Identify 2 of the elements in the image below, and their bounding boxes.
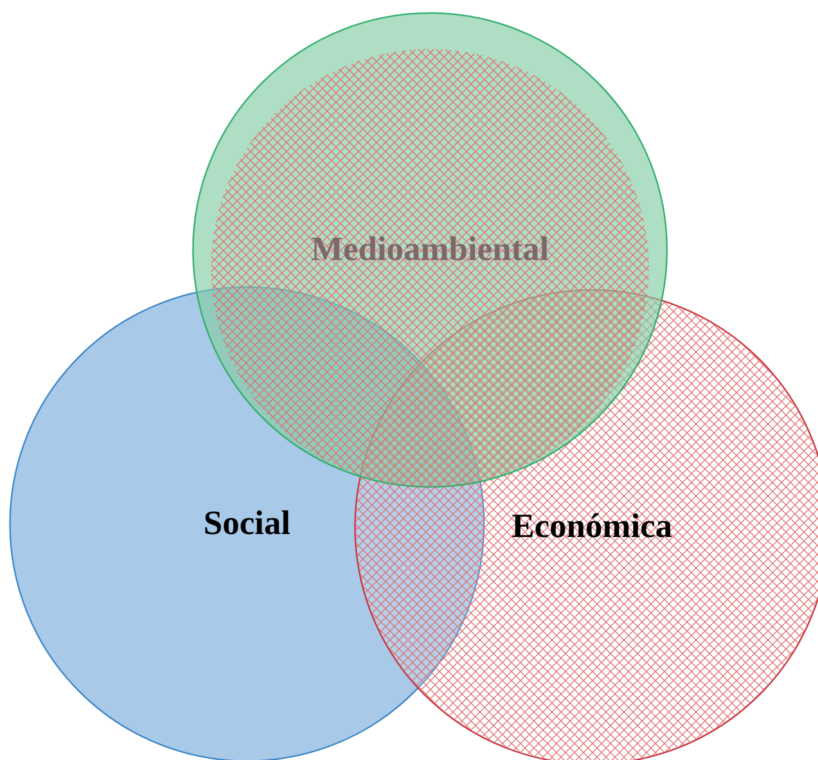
venn-circle [192,12,668,488]
circle-label: Social [204,505,290,543]
